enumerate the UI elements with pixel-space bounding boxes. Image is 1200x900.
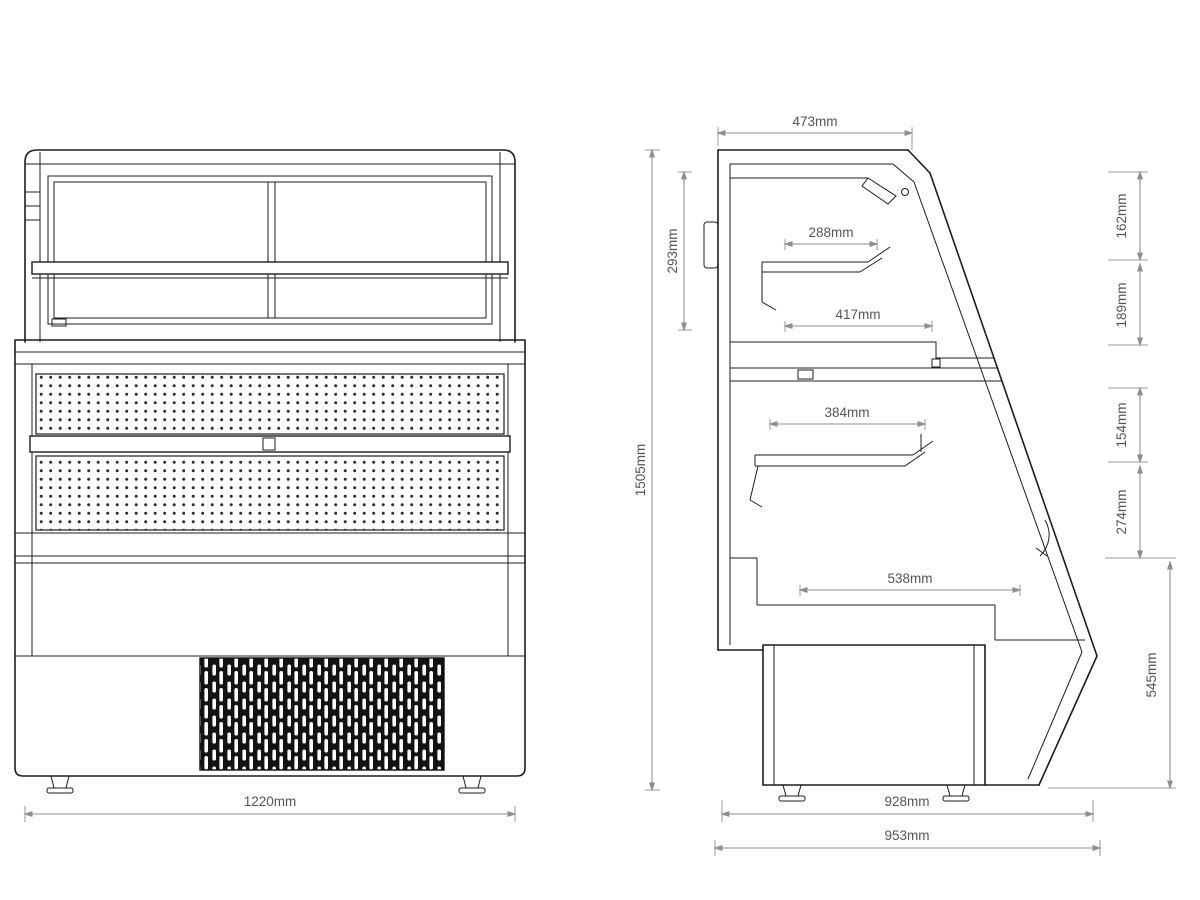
front-upper-height-label: 189mm [1114,282,1129,327]
dim-lower-well-depth: 538mm [798,571,1022,596]
lower-shelf-depth-label: 384mm [824,405,869,420]
dim-overall-depth: 953mm [713,828,1102,856]
upper-shelf [761,246,891,311]
front-mid-height-label: 154mm [1114,402,1129,447]
perforated-back-panel-upper [35,373,505,435]
side-interior [730,177,1085,641]
dim-base-depth: 928mm [720,794,1095,822]
front-lower-cabinet [14,339,526,777]
dim-upper-section-height: 293mm [665,170,692,332]
upper-well-depth-label: 417mm [835,307,880,322]
front-view: 1220mm [14,149,526,822]
front-feet [46,775,486,794]
dim-overall-height: 1505mm [633,148,660,792]
glass-pane [53,181,487,319]
mid-divider [730,367,1002,382]
glass-shelf [31,261,509,275]
front-lower-panel [1038,655,1098,786]
side-profile [703,149,1098,786]
upper-section-height-label: 293mm [665,228,680,273]
front-top-height-label: 162mm [1114,193,1129,238]
ventilation-grille [199,657,445,771]
display-shelf [29,435,511,453]
canopy-light [861,177,897,205]
fixing-block [931,358,941,368]
blind-handle [1035,519,1050,557]
front-upper-glass-section [24,149,516,343]
front-glass-slant [929,172,1098,657]
rear-hinge [703,221,719,269]
upper-shelf-depth-label: 288mm [808,225,853,240]
dim-side-top-depth: 473mm [716,114,914,150]
perforated-back-panel-lower [35,455,505,531]
upper-well-base [730,341,994,359]
dim-front-mid-height: 154mm [1108,386,1148,464]
door-lock [51,318,67,327]
dim-upper-well-depth: 417mm [783,307,934,332]
front-width-label: 1220mm [244,794,297,809]
side-view: 473mm 293mm 1505mm 288mm 417mm [633,114,1176,856]
lower-well-depth-label: 538mm [887,571,932,586]
top-depth-label: 473mm [792,114,837,129]
front-lower-height-label: 274mm [1114,489,1129,534]
glass-frame [47,175,493,325]
side-plinth [762,644,986,802]
shelf-clip [262,437,276,451]
lower-shelf [749,434,934,508]
dim-front-panel-height: 545mm [1048,560,1176,790]
dim-front-top-height: 162mm [1108,170,1148,262]
divider-fitting [797,369,814,380]
dim-front-overall-width: 1220mm [23,794,517,822]
overall-depth-label: 953mm [884,828,929,843]
dim-front-lower-height: 274mm [1105,464,1176,560]
canopy-fixing [901,188,909,196]
lower-well [730,557,1085,641]
overall-height-label: 1505mm [633,444,648,497]
dim-lower-shelf-depth: 384mm [768,405,927,430]
base-depth-label: 928mm [884,794,929,809]
dim-front-upper-height: 189mm [1108,262,1148,347]
front-panel-height-label: 545mm [1144,652,1159,697]
dim-upper-shelf-depth: 288mm [783,225,879,250]
